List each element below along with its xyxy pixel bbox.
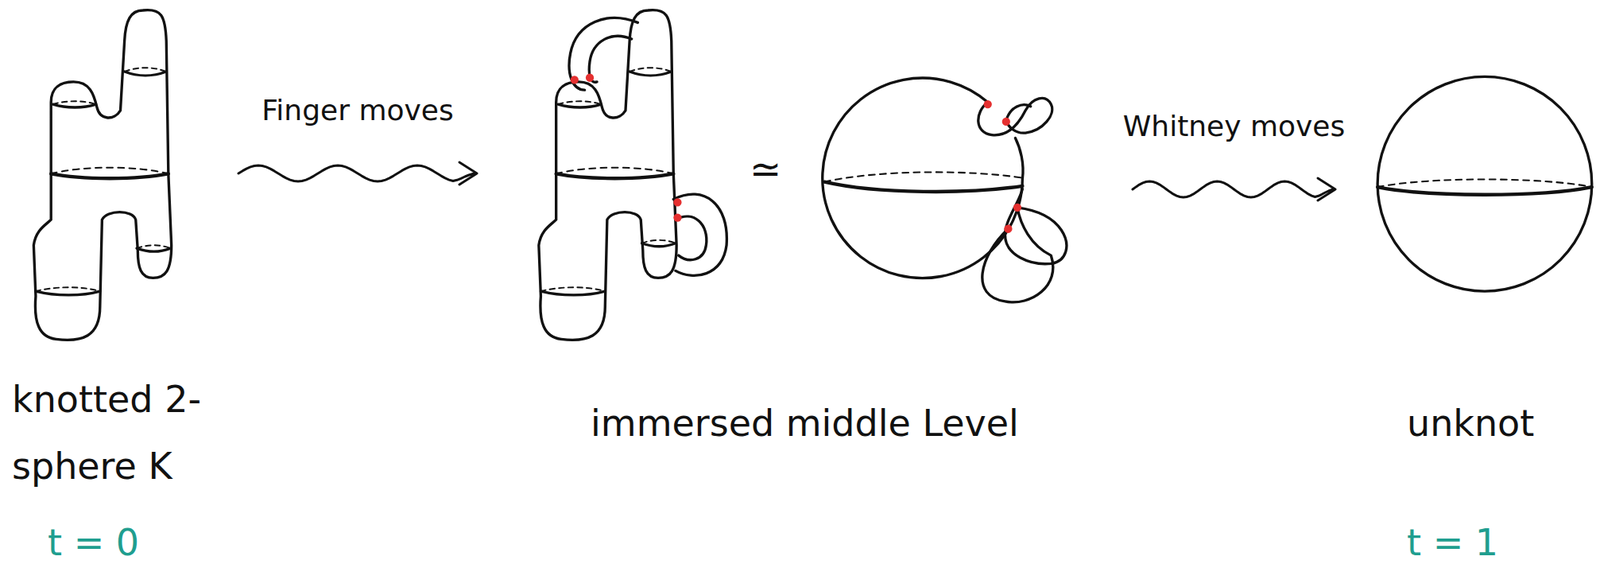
wavy-arrow — [238, 162, 477, 185]
figure-node: immersed middle Level — [476, 3, 1133, 561]
equivalence-symbol: ≃ — [749, 146, 782, 191]
figure-node: knotted 2-sphere Kt = 0 — [7, 3, 239, 561]
figure-caption: unknot — [1406, 401, 1582, 445]
figure-caption: immersed middle Level — [476, 401, 1133, 445]
time-label: t = 0 — [47, 520, 207, 564]
unknot-sphere — [1377, 76, 1593, 291]
wavy-arrow — [1132, 178, 1336, 201]
double-points — [570, 73, 682, 222]
double-points — [984, 100, 1023, 233]
immersed-sphere — [538, 10, 728, 341]
figure-node: unknot t = 1 — [1335, 3, 1590, 561]
edge-label: Whitney moves — [1123, 109, 1346, 143]
immersed-sphere-round — [822, 77, 1067, 303]
knotted-sphere — [33, 10, 171, 341]
figure-caption: knotted 2-sphere K — [11, 365, 243, 500]
time-label: t = 1 — [1406, 520, 1566, 564]
edge-label: Finger moves — [261, 93, 454, 127]
